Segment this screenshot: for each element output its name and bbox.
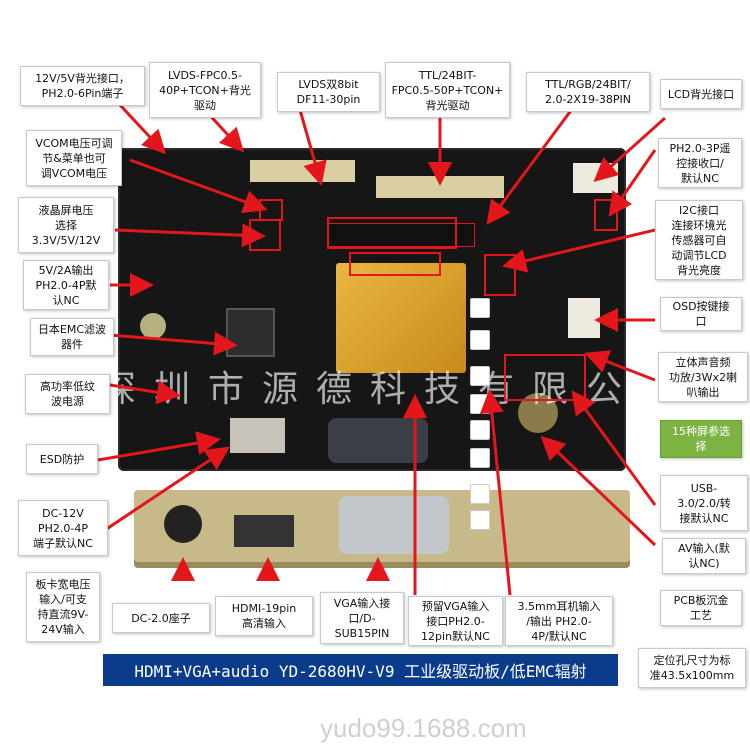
vga-port-side [339,496,449,554]
grid-icon[interactable] [470,510,490,530]
image-tool-icon[interactable] [470,298,490,318]
vga-port [328,418,428,463]
dc-jack [164,505,202,543]
fpc-connector-left [250,160,355,182]
driver-board-top [118,148,626,471]
label-osd: OSD按键接 口 [660,297,742,331]
label-vga: VGA输入接 口/D- SUB15PIN [320,592,404,644]
label-power-supply: 高功率低纹 波电源 [25,374,110,414]
label-usb: USB- 3.0/2.0/转 接默认NC [660,475,748,531]
label-lcd-backlight: LCD背光接口 [660,79,742,109]
scan-icon[interactable] [470,420,490,440]
label-emc-filter: 日本EMC滤波 器件 [30,318,114,356]
label-ttl-rgb: TTL/RGB/24BIT/ 2.0-2X19-38PIN [526,72,650,112]
driver-board-side [134,490,630,568]
label-lcd-voltage: 液晶屏电压 选择 3.3V/5V/12V [18,197,114,253]
zoom-icon[interactable] [470,330,490,350]
product-title-bar: HDMI+VGA+audio YD-2680HV-V9 工业级驱动板/低EMC辐… [103,654,618,686]
hdmi-port-side [234,515,294,547]
edit-icon[interactable] [470,366,490,386]
label-lvds-fpc: LVDS-FPC0.5- 40P+TCON+背光 驱动 [149,62,261,118]
label-reserved-vga: 预留VGA输入 接口PH2.0- 12pin默认NC [408,596,503,646]
label-dc-jack: DC-2.0座子 [112,603,210,633]
hdmi-port [230,418,285,453]
label-mounting-holes: 定位孔尺寸为标 准43.5x100mm [638,648,746,688]
label-i2c: I2C接口 连接环境光 传感器可自 动调节LCD 背光亮度 [655,200,743,280]
label-hdmi: HDMI-19pin 高清输入 [215,596,313,636]
watermark: yudo99.1688.com [320,713,527,743]
heatsink [336,263,466,373]
fpc-connector-right [376,176,504,198]
label-lvds-df11: LVDS双8bit DF11-30pin [277,72,380,112]
label-dc12v: DC-12V PH2.0-4P 端子默认NC [18,500,108,556]
label-5v-output: 5V/2A输出 PH2.0-4P默 认NC [23,260,109,310]
label-wide-voltage: 板卡宽电压 输入/可支 持直流9V- 24V输入 [26,572,100,642]
label-audio-amp: 立体声音频 功放/3Wx2喇 叭输出 [658,352,748,402]
label-backlight-12v5v: 12V/5V背光接口， PH2.0-6Pin端子 [20,66,145,106]
label-headphone: 3.5mm耳机输入 /输出 PH2.0- 4P/默认NC [505,596,613,646]
label-ttl-fpc: TTL/24BIT- FPC0.5-50P+TCON+ 背光驱动 [385,62,510,118]
translate-icon[interactable] [470,484,490,504]
copy-icon[interactable] [470,448,490,468]
capacitor [140,313,166,339]
label-ir-receiver: PH2.0-3P遥 控接收口/ 默认NC [658,138,742,188]
label-av-input: AV输入(默 认NC) [662,538,746,574]
label-pcb-gold: PCB板沉金 工艺 [660,590,742,626]
label-15-panels: 15种屏参选 择 [660,420,742,458]
label-vcom: VCOM电压可调 节&菜单也可 调VCOM电压 [26,130,122,186]
label-esd: ESD防护 [26,444,98,474]
